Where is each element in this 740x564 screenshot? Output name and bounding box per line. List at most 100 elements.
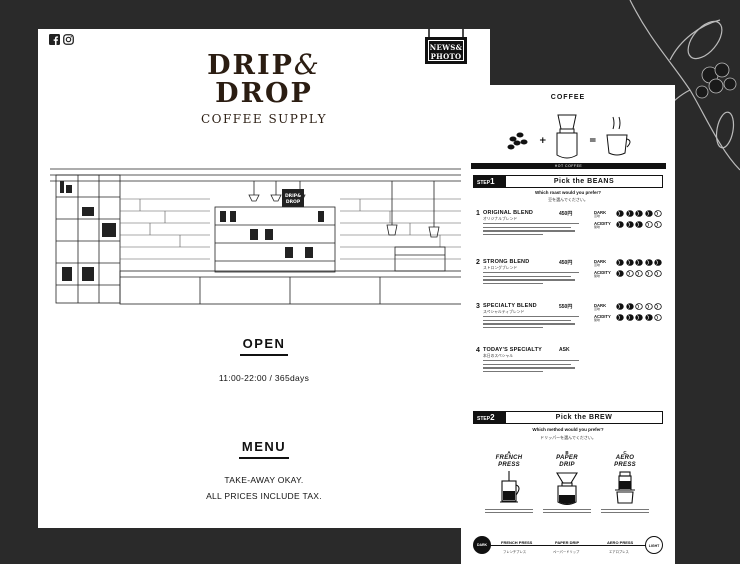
brew-letter: A — [507, 450, 511, 455]
scale-mark-aero-press-ja: エアロプレス — [609, 550, 629, 554]
bean-filled-icon — [635, 259, 643, 266]
bean-name: STRONG BLEND — [483, 259, 530, 265]
bean-filled-icon — [616, 221, 624, 228]
scale-light: LIGHT — [645, 536, 663, 554]
scale-line — [487, 545, 649, 546]
tax-note: ALL PRICES INCLUDE TAX. — [206, 491, 322, 501]
brew-option-aero-press[interactable]: C AERO PRESS — [595, 450, 655, 514]
bean-filled-icon — [616, 314, 624, 321]
takeaway-note: TAKE-AWAY OKAY. — [224, 475, 304, 485]
brew-desc — [601, 509, 649, 511]
bean-price: ASK — [559, 347, 570, 353]
scale-dark: DARK — [473, 536, 491, 554]
paper-drip-icon — [556, 472, 578, 506]
bean-filled-icon — [616, 259, 624, 266]
menu-title: MENU — [238, 439, 290, 459]
instagram-icon[interactable] — [63, 34, 74, 45]
bean-description — [483, 223, 583, 237]
logo-word-drip: DRIP — [207, 50, 294, 81]
open-title: OPEN — [239, 336, 289, 356]
bean-empty-icon — [635, 270, 643, 277]
social-links — [49, 34, 74, 45]
brew-option-paper-drip[interactable]: B PAPER DRIP — [537, 450, 597, 514]
scale-mark-aero-press: AERO PRESS — [605, 540, 636, 545]
bean-filled-icon — [644, 314, 653, 321]
brew-desc — [543, 509, 591, 511]
bean-description — [483, 316, 583, 330]
step1-question-ja: 豆を選んでください。 — [548, 197, 588, 202]
logo-ampersand: & — [293, 48, 321, 81]
brew-desc — [543, 512, 591, 514]
brew-desc — [485, 509, 533, 511]
brew-desc — [485, 512, 533, 514]
scale-mark-paper-drip-ja: ペーパードリップ — [553, 550, 580, 554]
bean-filled-icon — [625, 210, 634, 217]
step1-number: 1 — [490, 177, 495, 186]
bean-empty-icon — [644, 221, 653, 228]
bean-filled-icon — [625, 259, 634, 266]
bean-name-ja: オリジナルブレンド — [483, 217, 518, 221]
bean-filled-icon — [616, 270, 624, 277]
menu-heading: MENU — [38, 438, 490, 459]
acidity-beans — [616, 314, 662, 321]
brew-option-french-press[interactable]: A FRENCH PRESS — [479, 450, 539, 514]
bean-empty-icon — [654, 210, 662, 217]
bean-filled-icon — [635, 314, 643, 321]
hot-coffee-bar: HOT COFFEE — [471, 163, 666, 169]
plus-sign: + — [539, 136, 547, 146]
bean-name: TODAY'S SPECIALTY — [483, 347, 543, 353]
step2-question: Which method would you prefer? — [532, 427, 604, 432]
brew-letter: C — [623, 450, 627, 455]
bean-filled-icon — [625, 314, 634, 321]
opening-hours: 11:00-22:00 / 365days — [218, 373, 310, 383]
bean-description — [483, 360, 583, 374]
recipe-illustration: + = — [507, 114, 631, 159]
bean-name: SPECIALTY BLEND — [483, 303, 537, 309]
bean-empty-icon — [644, 303, 653, 310]
bean-filled-icon — [616, 303, 624, 310]
bean-empty-icon — [654, 314, 662, 321]
french-press-icon — [500, 471, 520, 503]
step2-label: Pick the BREW — [555, 414, 613, 421]
bean-filled-icon — [635, 221, 643, 228]
bean-filled-icon — [625, 221, 634, 228]
scale-mark-paper-drip: PAPER DRIP — [553, 540, 582, 545]
coffee-menu-page: COFFEE + = HOT COFFEE STEP1 Pick the BEA… — [461, 85, 675, 564]
step2-question-ja: ドリッパーを選んでください。 — [540, 435, 596, 440]
bean-price: 450円 — [559, 260, 573, 266]
news-label: NEWS& — [429, 43, 463, 52]
logo-subtitle: COFFEE SUPPLY — [200, 112, 328, 126]
bean-number: 4 — [476, 347, 480, 354]
dark-beans — [616, 210, 662, 217]
bean-empty-icon — [644, 270, 653, 277]
facebook-icon[interactable] — [49, 34, 60, 45]
shop-interior-illustration: DRIP&DROP — [50, 168, 478, 305]
step1-header: STEP1 Pick the BEANS — [473, 175, 663, 188]
scale-mark-french-press: FRENCH PRESS — [499, 540, 535, 545]
bean-empty-icon — [654, 303, 662, 310]
step1-tag: STEP1 — [474, 176, 506, 187]
bean-name: ORIGINAL BLEND — [483, 210, 534, 216]
bean-number: 1 — [476, 210, 480, 217]
step1-label: Pick the BEANS — [553, 178, 615, 185]
logo-word-drop: DROP — [215, 78, 313, 109]
scale-mark-french-press-ja: フレンチプレス — [503, 550, 527, 554]
news-photo-button[interactable]: NEWS& PHOTO — [425, 29, 467, 67]
bean-empty-icon — [654, 221, 662, 228]
step2-number: 2 — [490, 413, 495, 422]
brew-name-line2: PRESS — [614, 462, 636, 468]
